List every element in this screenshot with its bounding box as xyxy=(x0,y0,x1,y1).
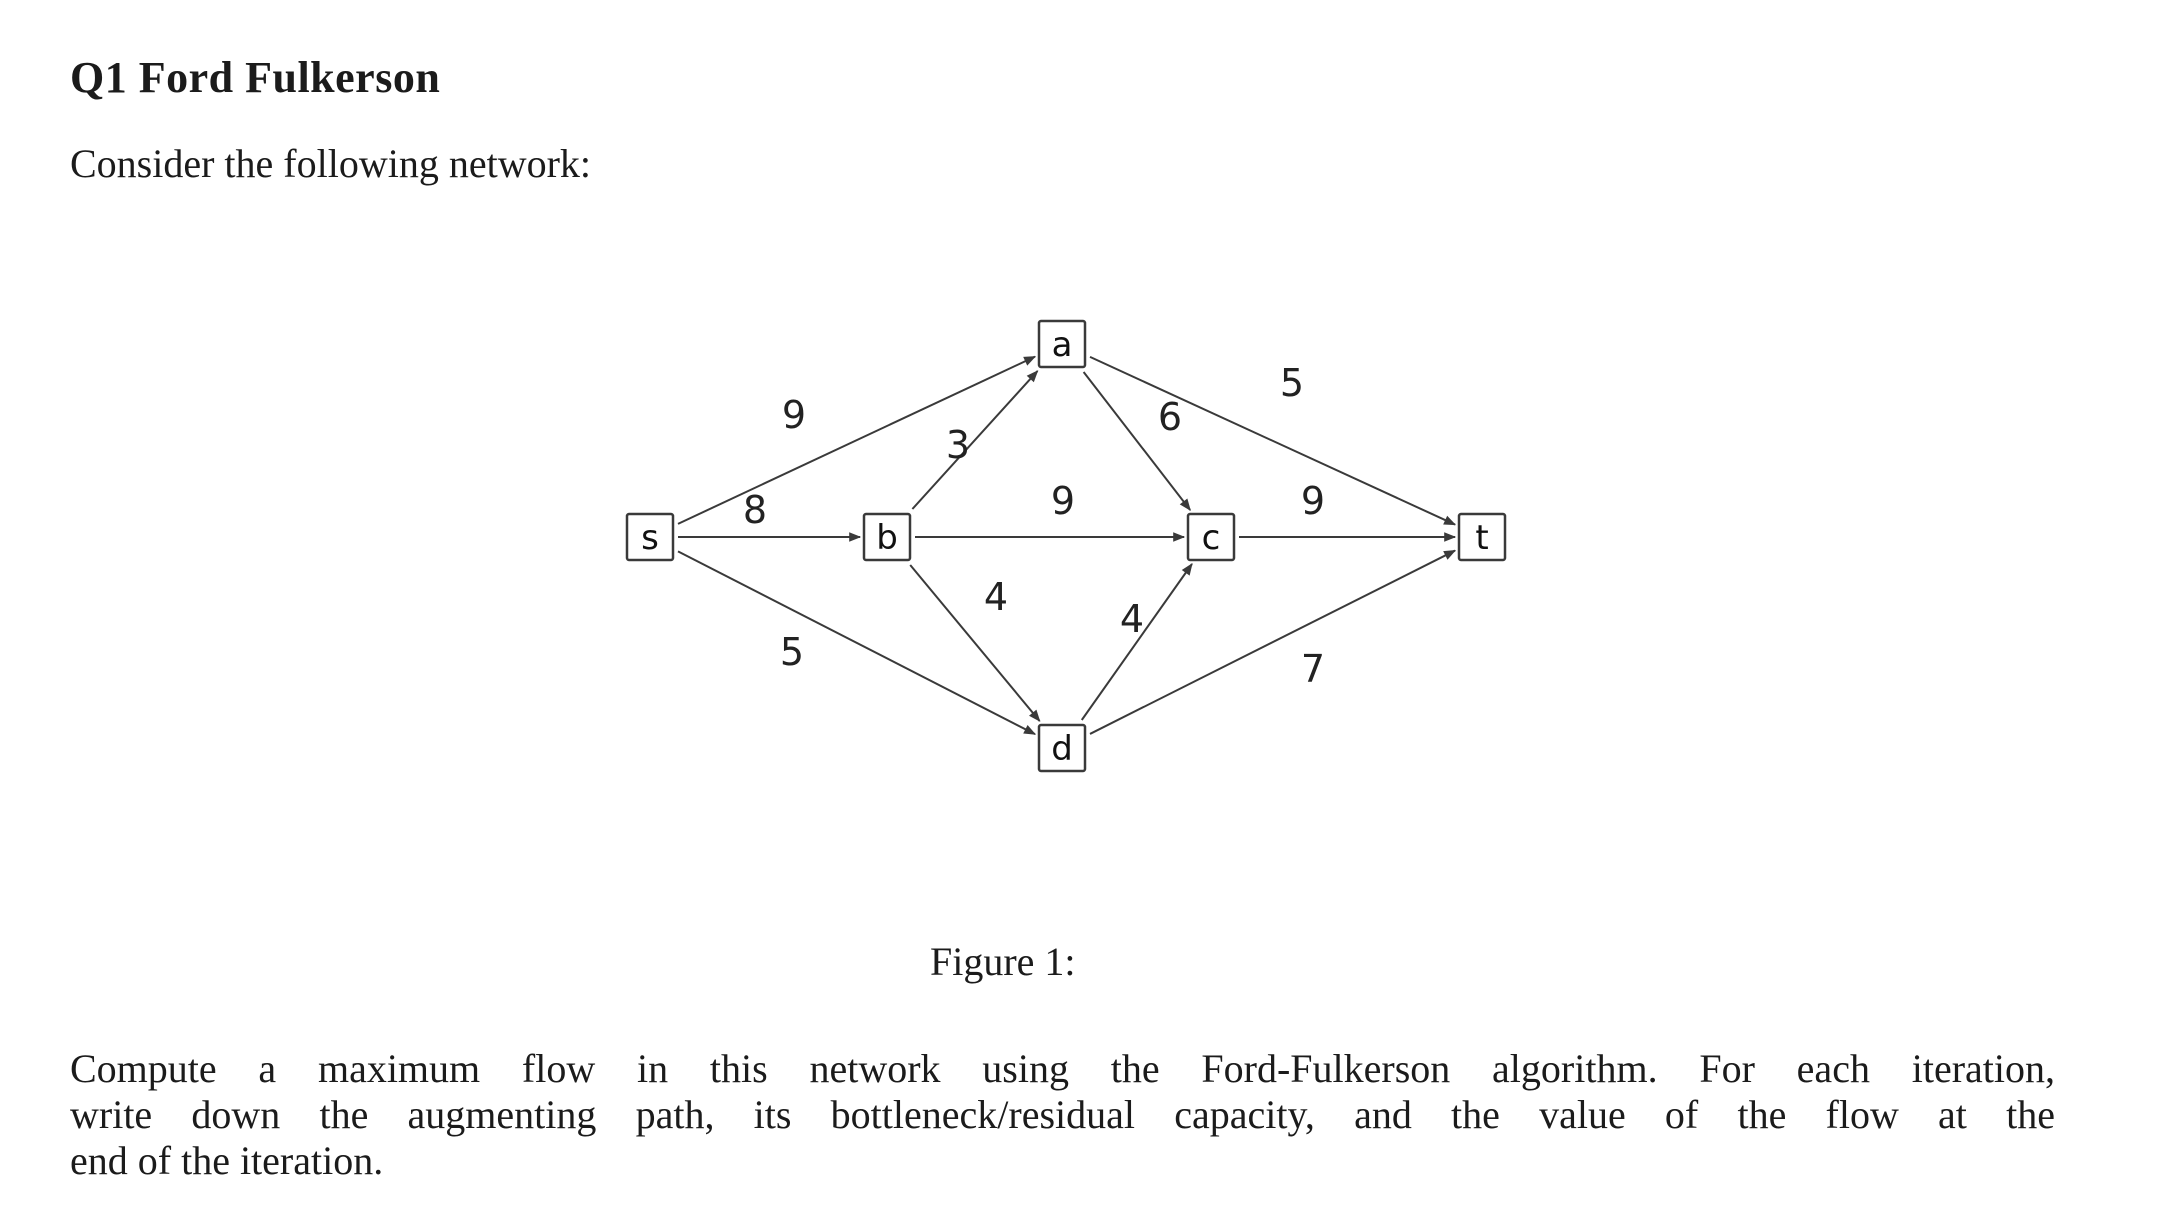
figure-caption: Figure 1: xyxy=(930,939,1076,984)
edge-d-t xyxy=(1089,549,1457,735)
intro-text: Consider the following network: xyxy=(70,141,592,186)
capacity-label-b-d: 4 xyxy=(984,575,1008,619)
node-label-b: b xyxy=(876,518,898,558)
edge-d-c xyxy=(1080,563,1193,721)
question-text-line: end of the iteration. xyxy=(70,1138,384,1183)
node-label-c: c xyxy=(1202,518,1221,558)
capacity-label-a-c: 6 xyxy=(1158,395,1182,439)
capacity-label-c-t: 9 xyxy=(1301,479,1325,523)
question-text-line: Compute a maximum flow in this network u… xyxy=(70,1046,2055,1091)
capacity-label-a-t: 5 xyxy=(1280,361,1304,405)
question-text-line: write down the augmenting path, its bott… xyxy=(70,1092,2055,1137)
node-box-d xyxy=(1037,723,1087,773)
node-label-s: s xyxy=(641,518,659,558)
capacity-label-s-b: 8 xyxy=(743,488,767,532)
node-box-t xyxy=(1457,512,1507,562)
node-label-t: t xyxy=(1475,518,1488,558)
edge-s-d xyxy=(677,550,1037,736)
capacity-label-d-c: 4 xyxy=(1120,597,1144,641)
capacity-label-d-t: 7 xyxy=(1301,647,1325,691)
capacity-label-b-c: 9 xyxy=(1051,479,1075,523)
node-box-c xyxy=(1186,512,1236,562)
question-text: Compute a maximum flow in this network u… xyxy=(70,1046,2055,1184)
edges-layer: 9 8 5 3 9 4 6 5 4 9 7 xyxy=(677,355,1457,736)
edge-s-a xyxy=(677,355,1037,525)
capacity-label-b-a: 3 xyxy=(946,423,970,467)
node-box-a xyxy=(1037,319,1087,369)
flow-network-figure: 9 8 5 3 9 4 6 5 4 9 7 s b a c d t xyxy=(625,319,1507,773)
node-label-d: d xyxy=(1051,729,1073,769)
capacity-label-s-a: 9 xyxy=(782,393,806,437)
node-box-b xyxy=(862,512,912,562)
node-box-s xyxy=(625,512,675,562)
node-label-a: a xyxy=(1052,325,1073,365)
question-heading: Q1 Ford Fulkerson xyxy=(70,53,441,102)
edge-b-d xyxy=(909,564,1041,722)
nodes-layer: s b a c d t xyxy=(625,319,1507,773)
edge-a-c xyxy=(1082,371,1191,511)
edge-a-t xyxy=(1089,355,1457,526)
edge-b-a xyxy=(911,370,1039,510)
capacity-label-s-d: 5 xyxy=(780,630,804,674)
